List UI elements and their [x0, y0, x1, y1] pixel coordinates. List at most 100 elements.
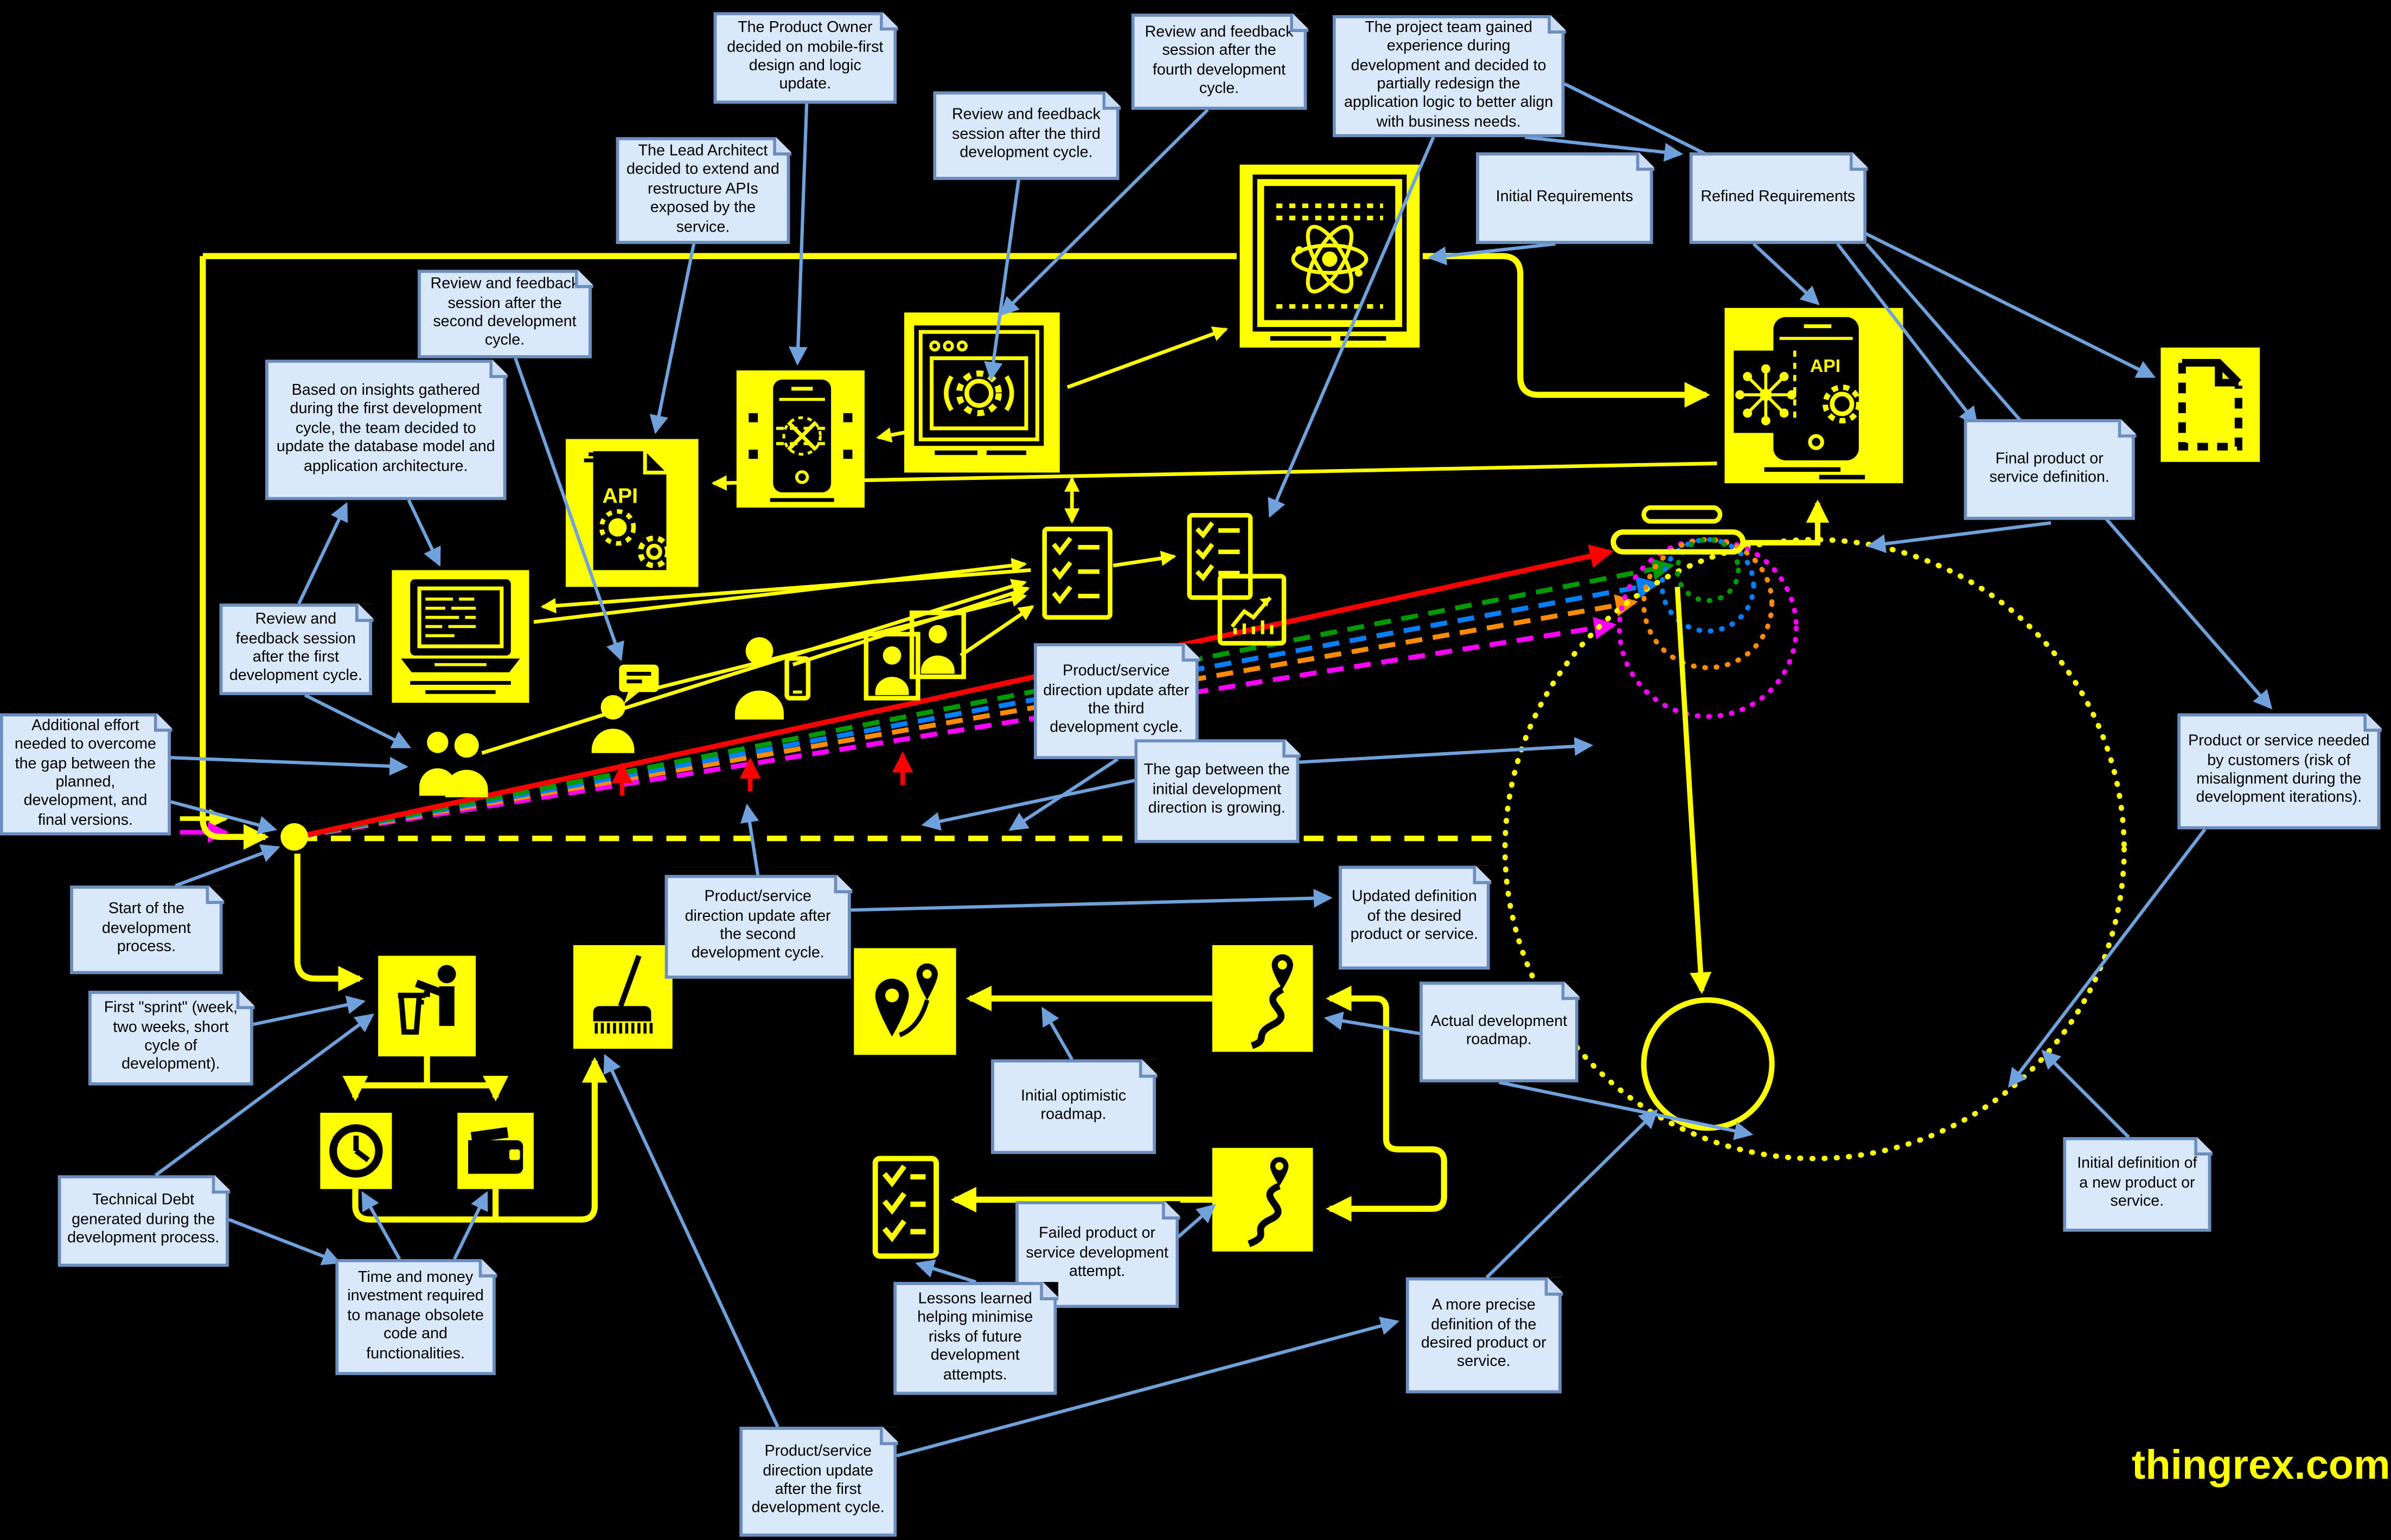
red-direction-line: [297, 544, 1614, 840]
laptop-to-checklist: [533, 557, 1027, 624]
note-initial-requirements: Initial Requirements: [1476, 151, 1654, 244]
yellow-relations: [481, 326, 1717, 755]
map-pins-icon: [854, 948, 956, 1055]
note-fold-corner: [211, 1175, 230, 1193]
note-connectors: [154, 82, 2273, 1458]
laptop-code-icon: [392, 570, 529, 703]
note-fold-corner: [772, 136, 791, 155]
note-review-second: Review and feedback session after the se…: [418, 269, 593, 358]
note-text: Updated definition of the desired produc…: [1350, 889, 1479, 944]
platform-to-phone-arrow: [1743, 499, 1830, 546]
phone-api-icon: API: [1724, 307, 1903, 484]
note-time-money: Time and money investment required to ma…: [335, 1258, 497, 1375]
note-additional-effort: Additional effort needed to overcome the…: [0, 713, 172, 836]
platform-bar-small: [1641, 505, 1723, 524]
note-review-first: Review and feedback session after the fi…: [219, 602, 373, 695]
note-fold-corner: [488, 359, 507, 377]
note-fold-corner: [2362, 713, 2381, 731]
photos-to-checklist: [960, 605, 1034, 657]
note-fold-corner: [574, 269, 593, 287]
orange-dotted-ring: [1641, 537, 1775, 670]
note-project-team: The project team gained experience durin…: [1332, 14, 1565, 138]
note-text: Product/service direction update after t…: [1043, 663, 1190, 737]
blue-dashed-line: [297, 576, 1660, 839]
note-fold-corner: [1546, 14, 1565, 33]
note-fold-corner: [1281, 739, 1300, 757]
note-fold-corner: [879, 11, 898, 30]
note-text: Final product or service definition.: [1989, 450, 2109, 486]
note-lessons-learned: Lessons learned helping minimise risks o…: [893, 1281, 1058, 1395]
note-fold-corner: [354, 602, 373, 621]
trash-person-icon: [378, 955, 476, 1057]
api-label: API: [602, 484, 638, 508]
chart-icon: [1217, 574, 1287, 646]
note-text: A more precise definition of the desired…: [1421, 1297, 1546, 1371]
flow-left-down: [200, 256, 270, 850]
atom-browser-icon: [1239, 164, 1420, 348]
checklist-icon: [1042, 527, 1113, 620]
note-fold-corner: [1472, 865, 1491, 884]
flow-to-phone-api: [1422, 253, 1710, 408]
note-fold-corner: [2117, 418, 2136, 437]
person-phone-icon: [734, 637, 811, 720]
note-fold-corner: [205, 884, 223, 903]
note-fold-corner: [1102, 91, 1120, 110]
two-people-icon: [419, 732, 488, 798]
api-label: API: [1810, 356, 1840, 376]
note-text: Product/service direction update after t…: [685, 889, 831, 963]
note-text: Additional effort needed to overcome the…: [14, 717, 156, 829]
note-text: The project team gained experience durin…: [1344, 19, 1553, 131]
note-review-third: Review and feedback session after the th…: [933, 91, 1120, 180]
note-text: Lessons learned helping minimise risks o…: [917, 1291, 1033, 1384]
note-text: Product/service direction update after t…: [751, 1443, 885, 1518]
note-text: The Lead Architect decided to extend and…: [626, 143, 779, 236]
note-fold-corner: [1635, 151, 1654, 170]
draft-document-icon: [2160, 347, 2260, 462]
note-fold-corner: [1544, 1276, 1563, 1295]
gear-to-atom: [1066, 326, 1229, 389]
phone-design-icon: [736, 370, 865, 508]
note-text: Review and feedback session after the fi…: [229, 611, 362, 685]
lessons-checklist-icon: [872, 1156, 939, 1259]
flow-to-clock: [342, 1075, 427, 1102]
route-snake-icon: [1212, 1147, 1313, 1252]
note-fold-corner: [1138, 1058, 1157, 1077]
note-text: Failed product or service development at…: [1026, 1226, 1168, 1281]
note-review-fourth: Review and feedback session after the fo…: [1131, 12, 1308, 110]
note-final-definition: Final product or service definition.: [1964, 418, 2136, 520]
note-psd-update-first: Product/service direction update after t…: [739, 1426, 898, 1537]
clock-icon: [320, 1113, 392, 1189]
yellow-dotted-ring: [1502, 537, 2127, 1162]
note-text: Actual development roadmap.: [1430, 1013, 1568, 1049]
note-fold-corner: [2193, 1136, 2212, 1155]
note-start-process: Start of the development process.: [70, 884, 223, 974]
flow-to-trash: [294, 854, 364, 992]
note-fold-corner: [1849, 151, 1868, 170]
note-text: Start of the development process.: [101, 901, 191, 957]
checklist-chart-icon: [1187, 512, 1253, 600]
checklist-to-chart: [1113, 550, 1177, 568]
green-dotted-ring: [1674, 537, 1741, 604]
circle-drop-arrow: [1674, 587, 1712, 994]
note-text: The Product Owner decided on mobile-firs…: [727, 20, 884, 94]
note-text: Technical Debt generated during the deve…: [67, 1192, 220, 1248]
note-text: Initial definition of a new product or s…: [2077, 1156, 2197, 1211]
brand-logo: thingrex.com: [2132, 1442, 2390, 1488]
note-fold-corner: [1561, 981, 1579, 999]
note-text: Review and feedback session after the fo…: [1145, 23, 1294, 98]
note-fold-corner: [833, 874, 852, 893]
yellow-flow: [200, 253, 1710, 1223]
note-initial-optimistic: Initial optimistic roadmap.: [991, 1058, 1157, 1154]
note-updated-definition: Updated definition of the desired produc…: [1339, 865, 1491, 970]
flow-to-wallet: [427, 1075, 509, 1102]
target-circles: [1502, 499, 2127, 1162]
start-dot: [280, 823, 308, 851]
flow-to-route-pin: [1326, 985, 1390, 1139]
checklist-to-laptop: [540, 568, 1031, 614]
note-text: Time and money investment required to ma…: [347, 1269, 484, 1363]
gear-browser-icon: [904, 312, 1060, 473]
note-text: Product or service needed by customers (…: [2188, 733, 2370, 807]
note-text: Based on insights gathered during the fi…: [276, 382, 495, 476]
note-lead-architect: The Lead Architect decided to extend and…: [616, 136, 791, 244]
